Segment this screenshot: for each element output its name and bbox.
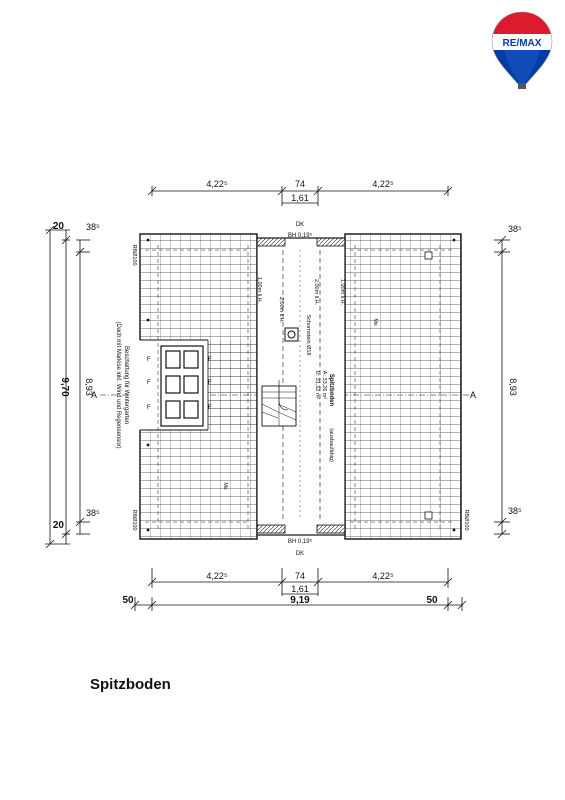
dim-left-bot-38: 38⁵ (86, 508, 100, 518)
dim-left-total: 9,70 (59, 377, 70, 397)
window-mark-6: F (208, 405, 212, 411)
slope-mark-right: Ms (372, 318, 378, 326)
window-mark-3: F (147, 405, 151, 411)
dim-left-inner: 8,93 (84, 378, 94, 396)
bottom-dimension-chain (130, 568, 467, 611)
window-mark-4: F (208, 357, 212, 363)
section-marker-right: A (470, 390, 476, 400)
dim-left-top-38: 38⁵ (86, 222, 100, 232)
dim-top-mid: 74 (295, 179, 305, 189)
top-dimension-chain (147, 186, 453, 206)
shading-note-1: Beschattung für Wintergarten (123, 346, 129, 424)
rbd-bottom-left: RBØ100 (131, 509, 137, 530)
dim-bottom-left: 4,22⁵ (206, 571, 228, 581)
center-room (256, 237, 346, 536)
dim-bottom-right: 4,22⁵ (372, 571, 394, 581)
dim-overall-left: 50 (122, 595, 134, 606)
bh-top: BH 0,19⁵ (288, 232, 313, 239)
window-mark-2: F (147, 380, 151, 386)
dim-bottom-sub: 1,61 (291, 584, 309, 594)
room-name: Spitzboden (328, 374, 334, 407)
room-area-u: U: 31,52 m² (314, 371, 320, 400)
remax-balloon-logo: RE/MAX (491, 11, 553, 89)
dk-top: DK (296, 222, 304, 228)
left-dimension-chain (45, 225, 90, 549)
dim-left-top-20: 20 (53, 221, 65, 232)
room-area-a: A: 33,26 m² (321, 371, 327, 400)
right-dimension-chain (494, 235, 510, 539)
dim-left-bot-20: 20 (53, 520, 65, 531)
rbd-bottom-right: RBØ100 (463, 509, 469, 530)
dim-top-right: 4,22⁵ (372, 179, 394, 189)
dim-right-inner: 8,93 (508, 378, 518, 396)
skylight-windows (160, 345, 204, 427)
dk-bottom: DK (296, 551, 304, 557)
slope-mark-left: Ms (222, 482, 228, 490)
plan-title: Spitzboden (90, 676, 171, 693)
dim-top-total: 1,61 (291, 193, 309, 203)
height-left: 1,00m li.H. (256, 277, 262, 304)
roof-right (344, 233, 462, 540)
dim-top-left: 4,22⁵ (206, 179, 228, 189)
section-marker-left: A (91, 390, 97, 400)
dim-overall-right: 50 (426, 595, 438, 606)
window-mark-1: F (147, 357, 151, 363)
dim-right-top-38: 38⁵ (508, 224, 522, 234)
shading-note-2: (Dach mit Markise inkl. Wind und Regense… (115, 321, 121, 448)
dim-overall-mid: 9,19 (290, 595, 310, 606)
height-center: 2,00m li.H. (313, 279, 319, 306)
rbd-top-left: RBØ100 (131, 244, 137, 265)
chimney-label: Schornstein Ø18 (305, 315, 311, 356)
height-center-left: 2,00m li.H. (278, 297, 284, 324)
height-right: 1,00m li.H. (339, 279, 345, 306)
window-mark-5: F (208, 380, 212, 386)
room-note: (ausbaufähig) (328, 428, 334, 462)
dim-bottom-mid: 74 (295, 571, 305, 581)
bh-bottom: BH 0,19⁵ (288, 538, 313, 545)
dim-right-bot-38: 38⁵ (508, 506, 522, 516)
remax-brand-text: RE/MAX (503, 38, 542, 49)
